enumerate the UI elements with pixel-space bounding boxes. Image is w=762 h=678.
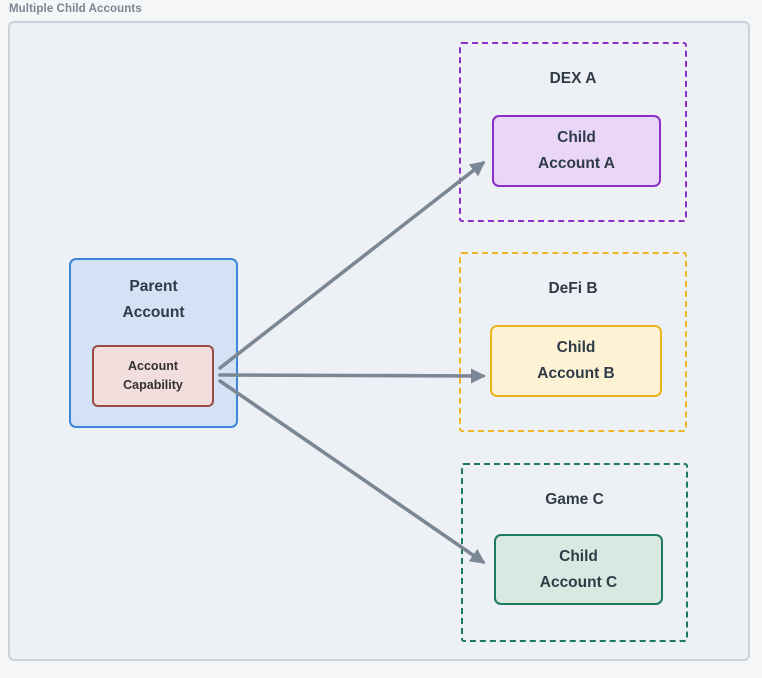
group-defi-b-label: DeFi B — [548, 280, 598, 297]
child-account-b-box: Child Account B — [490, 325, 662, 397]
diagram-title: Multiple Child Accounts — [9, 3, 142, 15]
group-dex-a-label: DEX A — [549, 70, 597, 87]
child-account-a-box: Child Account A — [492, 115, 661, 187]
parent-account-label: Parent Account — [122, 278, 185, 321]
group-game-c-label: Game C — [545, 491, 604, 508]
account-capability-box: Account Capability — [92, 345, 214, 407]
child-account-c-box: Child Account C — [494, 534, 663, 605]
group-dex-a: DEX A — [459, 42, 687, 222]
